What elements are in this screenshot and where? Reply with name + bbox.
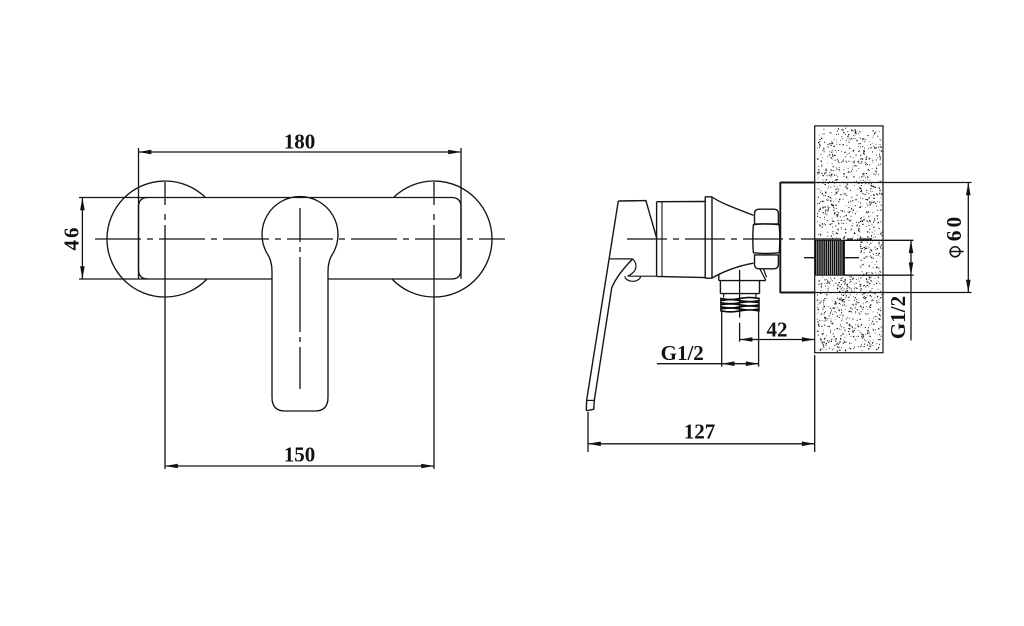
svg-text:150: 150 — [284, 442, 316, 466]
svg-text:127: 127 — [684, 419, 716, 443]
svg-text:180: 180 — [284, 129, 316, 153]
svg-text:42: 42 — [767, 318, 788, 342]
svg-text:G1/2: G1/2 — [886, 296, 910, 339]
svg-text:46: 46 — [60, 226, 84, 251]
svg-text:60: 60 — [942, 214, 966, 242]
svg-text:G1/2: G1/2 — [661, 341, 704, 365]
